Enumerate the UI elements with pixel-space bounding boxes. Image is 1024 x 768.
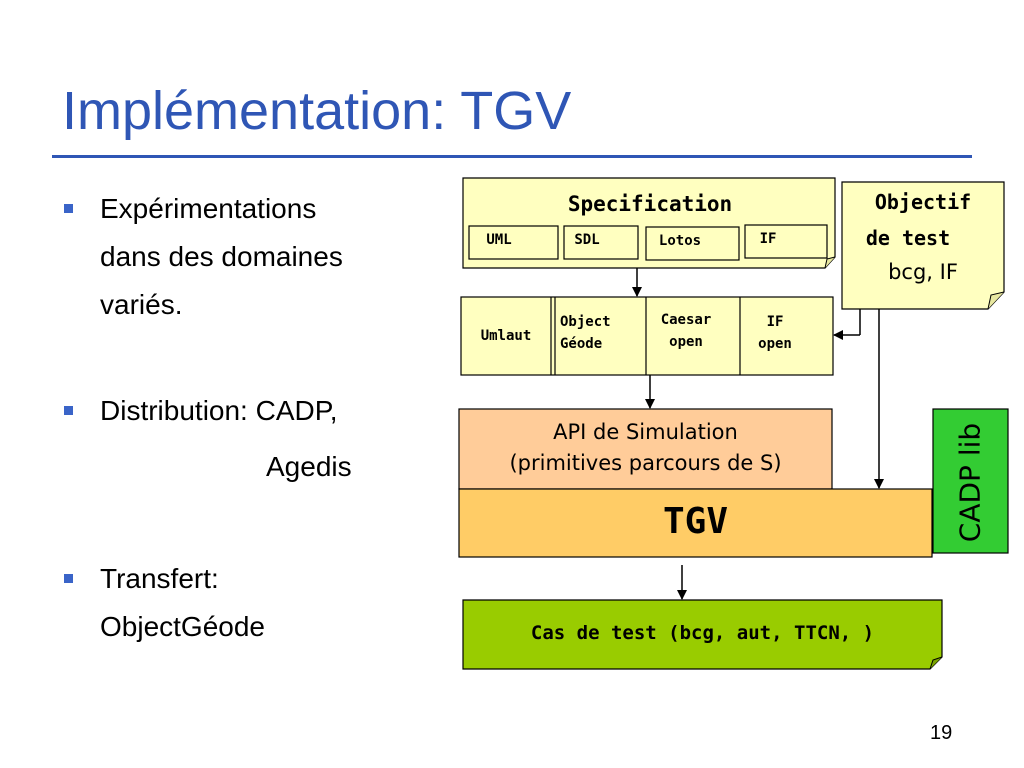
objective-line: bcg, IF — [888, 260, 958, 284]
output-label: Cas de test (bcg, aut, TTCN, ) — [530, 622, 875, 644]
bullet-line: Expérimentations — [100, 193, 317, 224]
cadp-lib-label: CADP lib — [953, 422, 987, 543]
objective-line: de test — [865, 226, 951, 250]
compiler-caesar-line: Caesar — [660, 312, 712, 328]
compiler-umlaut: Umlaut — [480, 328, 532, 344]
bullet-square-icon — [64, 204, 73, 213]
bullet-line: ObjectGéode — [100, 611, 265, 642]
lang-label-sdl: SDL — [574, 232, 600, 248]
lang-box-uml — [468, 225, 559, 260]
lang-box-if — [744, 224, 828, 259]
api-line: API de Simulation — [553, 420, 738, 444]
lang-box-lotos — [645, 226, 740, 261]
slide-title: Implémentation: TGV — [62, 81, 572, 141]
compiler-if-line: open — [758, 336, 792, 352]
bullet-line: Distribution: CADP, — [100, 395, 338, 426]
compilers-row — [460, 296, 834, 376]
tgv-box — [458, 488, 933, 558]
api-box — [458, 408, 833, 490]
title-underline — [52, 155, 972, 158]
compiler-if-line: IF — [766, 314, 784, 330]
compiler-caesar-line: open — [669, 334, 703, 350]
bullet-line: variés. — [100, 289, 183, 320]
lang-label-if: IF — [759, 231, 777, 247]
cadp-lib-box — [932, 408, 1009, 554]
bullet-square-icon — [64, 406, 73, 415]
bullet-square-icon — [64, 574, 73, 583]
tgv-label: TGV — [662, 501, 729, 542]
compiler-objectgeode-line: Géode — [560, 336, 603, 352]
output-box-fold — [929, 656, 943, 670]
lang-label-lotos: Lotos — [658, 233, 702, 249]
bullet-line: Agedis — [266, 451, 352, 482]
bullet-line: Transfert: — [100, 563, 219, 594]
specification-title: Specification — [567, 192, 733, 216]
specification-fold — [824, 256, 836, 269]
lang-box-sdl — [563, 225, 639, 260]
bullet-line: dans des domaines — [100, 241, 343, 272]
page-number: 19 — [930, 722, 953, 744]
compiler-objectgeode-line: Object — [560, 314, 611, 330]
objective-line: Objectif — [874, 190, 972, 214]
test-objective-fold — [987, 291, 1005, 310]
api-line: (primitives parcours de S) — [509, 451, 782, 475]
lang-label-uml: UML — [486, 232, 512, 248]
